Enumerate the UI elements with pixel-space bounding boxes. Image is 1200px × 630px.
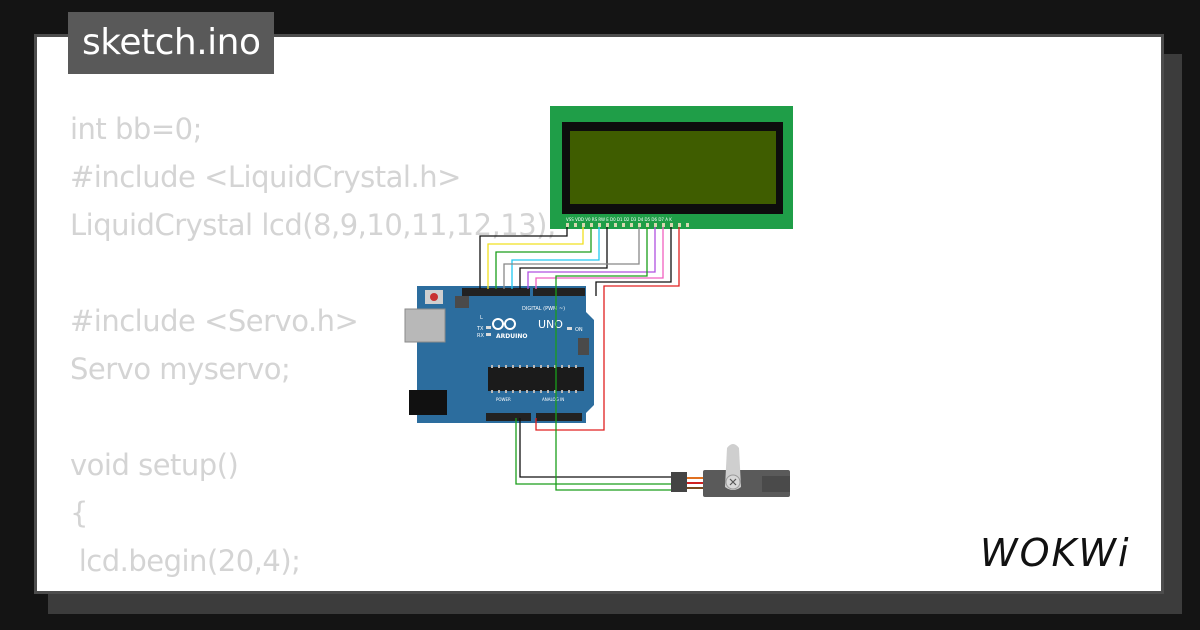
servo-wire-green-signal — [555, 420, 672, 491]
wire-green-vdd — [555, 227, 648, 420]
file-name-tag[interactable]: sketch.ino — [68, 12, 275, 74]
servo-wire-black — [519, 418, 672, 478]
infinity-logo — [492, 318, 516, 330]
usb-port — [404, 308, 446, 343]
wire-black-k — [595, 227, 672, 296]
icsp-header-right — [578, 338, 589, 355]
microcontroller-chip — [488, 367, 584, 391]
power-jack — [409, 390, 447, 415]
rx-led — [486, 333, 491, 336]
tx-led-label: TX — [476, 326, 484, 332]
l-led-label: L — [480, 315, 483, 321]
code-line: void setup() — [70, 448, 239, 482]
arduino-brand-label: ARDUINO — [496, 333, 527, 340]
wire-violet — [527, 227, 656, 289]
wire-yellow — [487, 227, 584, 289]
wire-green — [495, 227, 592, 289]
code-preview: int bb=0;#include <LiquidCrystal.h>Liqui… — [70, 105, 557, 591]
code-line: { — [70, 496, 88, 530]
servo-wire-green — [515, 418, 672, 485]
digital-header-b — [533, 288, 585, 296]
arduino-uno-board[interactable]: UNO ARDUINO DIGITAL (PWM ~) POWER ANALOG… — [404, 286, 594, 423]
analog-header — [536, 413, 582, 421]
servo-connector — [671, 472, 687, 492]
wire-cyan — [511, 227, 600, 289]
lcd-pins — [566, 223, 689, 227]
tx-led — [486, 326, 491, 329]
lcd-screen — [570, 131, 776, 204]
servo-mount-tab — [762, 476, 790, 492]
chip-legs — [491, 365, 577, 393]
wire-magenta — [535, 227, 664, 289]
lcd-display[interactable]: VSS VDD V0 RS RW E D0 D1 D2 D3 D4 D5 D6 … — [550, 106, 793, 229]
code-line: #include <Servo.h> — [70, 304, 359, 338]
power-header — [486, 413, 531, 421]
reset-button[interactable] — [430, 293, 438, 301]
digital-header-a — [462, 288, 530, 296]
code-line: #include <LiquidCrystal.h> — [70, 160, 461, 194]
wire-black — [479, 227, 568, 289]
on-led — [567, 327, 572, 330]
wokwi-logo: WOKWi — [980, 531, 1131, 575]
rx-led-label: RX — [477, 333, 484, 339]
lcd-wires — [479, 227, 680, 431]
power-label: POWER — [496, 397, 511, 402]
on-led-label: ON — [575, 327, 583, 333]
analog-in-label: ANALOG IN — [542, 397, 564, 402]
digital-pins-label: DIGITAL (PWM ~) — [522, 306, 565, 312]
code-line: lcd.begin(20,4); — [70, 544, 301, 578]
servo-cable — [687, 477, 706, 489]
wire-gray — [503, 227, 640, 289]
servo-wires — [515, 418, 672, 491]
lcd-pin-labels: VSS VDD V0 RS RW E D0 D1 D2 D3 D4 D5 D6 … — [566, 217, 672, 222]
code-line: Servo myservo; — [70, 352, 291, 386]
servo-shaft-screw — [729, 478, 737, 486]
wire-black-e — [519, 227, 608, 289]
icsp-header-left — [455, 296, 469, 308]
arduino-model-label: UNO — [538, 318, 563, 331]
servo-motor[interactable] — [671, 444, 790, 497]
wire-red — [535, 227, 680, 431]
wokwi-logo-text: WOKWi — [980, 531, 1131, 575]
code-line: int bb=0; — [70, 112, 202, 146]
